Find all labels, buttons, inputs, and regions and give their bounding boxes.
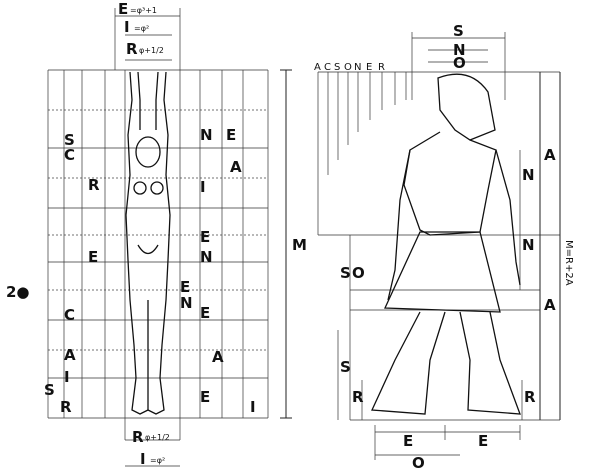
standing-figure-front xyxy=(125,71,171,415)
left-label-2: 2● xyxy=(6,283,30,301)
side-label-S: S xyxy=(340,264,351,282)
top-label-I: I xyxy=(124,18,130,36)
right-label-A2: A xyxy=(212,348,224,366)
top-label-S: S xyxy=(453,22,464,40)
right-label-E5: E xyxy=(200,388,210,406)
top-label-E: E xyxy=(118,0,128,18)
bottom-sub-R: φ+1/2 xyxy=(145,433,170,442)
top-label-O: O xyxy=(453,54,466,72)
letter-S: S xyxy=(334,62,340,73)
formula-label: M=R+2A xyxy=(563,240,574,286)
bottom-label-I: I xyxy=(140,450,146,468)
right-label-I: I xyxy=(200,178,206,196)
top-sub-R: φ+1/2 xyxy=(139,46,164,55)
mid-label-A2: A xyxy=(544,296,556,314)
side-label-O: O xyxy=(352,264,365,282)
right-label-E4: E xyxy=(200,304,210,322)
c-label-C: C xyxy=(64,146,75,164)
right-label-A: A xyxy=(230,158,242,176)
top-label-N: N xyxy=(453,41,466,59)
left-panel: E =φ³+1 I =φ² R φ+1/2 2● S R C S R E C A… xyxy=(6,0,307,468)
m-label: M xyxy=(292,236,307,254)
left-label-R: R xyxy=(60,398,72,416)
letter-R: R xyxy=(378,62,385,73)
letter-O: O xyxy=(344,62,352,73)
bottom-label-E: E xyxy=(403,432,413,450)
right-label-E: E xyxy=(226,126,236,144)
c-label-C2: C xyxy=(64,306,75,324)
right-label-N3: N xyxy=(180,294,193,312)
letter-C: C xyxy=(324,62,331,73)
right-label-I: I xyxy=(250,398,256,416)
bottom-label-R: R xyxy=(132,428,144,446)
letter-A: A xyxy=(314,62,321,73)
right-label-N2: N xyxy=(200,248,213,266)
top-label-R: R xyxy=(126,40,138,58)
mid-label-N: N xyxy=(522,166,535,184)
c-label-E: E xyxy=(88,248,98,266)
c-label-A: A xyxy=(64,346,76,364)
right-label-E3: E xyxy=(180,278,190,296)
c-label-S: S xyxy=(64,131,75,149)
left-label-S: S xyxy=(44,381,55,399)
c-label-I: I xyxy=(64,368,70,386)
top-sub-I: =φ² xyxy=(134,24,149,33)
bottom-label-R: R xyxy=(524,388,536,406)
right-label-E2: E xyxy=(200,228,210,246)
side-label-S2: S xyxy=(340,358,351,376)
side-label-R: R xyxy=(352,388,364,406)
walking-figure-profile xyxy=(371,73,521,415)
top-sub-E: =φ³+1 xyxy=(130,6,157,15)
mid-label-N2: N xyxy=(522,236,535,254)
right-label-N: N xyxy=(200,126,213,144)
bottom-label-E2: E xyxy=(478,432,488,450)
letter-N: N xyxy=(354,62,361,73)
right-panel: S N O A C S O N E R A N N A S O S R M=R+… xyxy=(314,22,574,471)
letter-E: E xyxy=(366,62,372,73)
c-label-R: R xyxy=(88,176,100,194)
bottom-label-O: O xyxy=(412,454,425,471)
mid-label-A: A xyxy=(544,146,556,164)
bottom-sub-I: =φ² xyxy=(150,456,165,465)
